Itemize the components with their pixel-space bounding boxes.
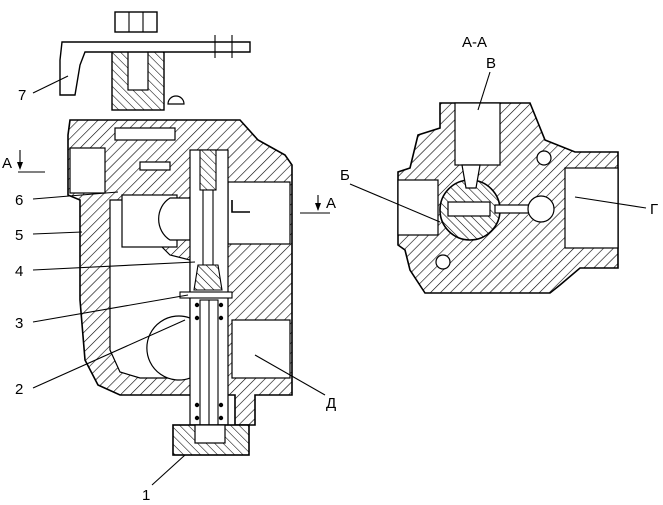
left-port-b bbox=[397, 179, 439, 236]
callout-2: 2 bbox=[15, 381, 23, 398]
rotor-cone bbox=[461, 164, 481, 189]
callout-1: 1 bbox=[142, 487, 150, 504]
label-b: Б bbox=[340, 167, 350, 184]
rotor-slot bbox=[447, 201, 491, 217]
label-v: В bbox=[486, 55, 496, 72]
spool-disc bbox=[179, 291, 233, 299]
callout-6: 6 bbox=[15, 192, 23, 209]
right-view bbox=[397, 102, 619, 294]
label-g: Г bbox=[650, 201, 658, 218]
bolt-hole-bottom bbox=[435, 254, 451, 270]
right-port-g bbox=[564, 167, 619, 249]
spool-rod bbox=[199, 149, 217, 191]
callout-7: 7 bbox=[18, 87, 26, 104]
section-mark-left-label: А bbox=[2, 155, 12, 172]
lever-arm bbox=[59, 41, 251, 96]
top-port-v bbox=[454, 102, 501, 166]
section-mark-right: А bbox=[300, 195, 336, 214]
callouts-right: В Б Г bbox=[340, 55, 658, 223]
callout-4: 4 bbox=[15, 263, 23, 280]
top-nub bbox=[167, 95, 185, 105]
section-mark-left: А bbox=[2, 150, 45, 173]
callout-5: 5 bbox=[15, 227, 23, 244]
upper-ball bbox=[158, 197, 191, 241]
channel-ball bbox=[527, 195, 555, 223]
label-d: Д bbox=[326, 395, 336, 412]
spool-stem bbox=[202, 189, 214, 266]
left-port bbox=[69, 147, 106, 194]
bolt-hole-top bbox=[536, 150, 552, 166]
hex-nut bbox=[114, 11, 158, 33]
right-upper-port bbox=[227, 181, 291, 245]
section-mark-right-label: А bbox=[326, 195, 336, 212]
spool-cone bbox=[193, 264, 223, 291]
left-view bbox=[59, 11, 293, 456]
right-lower-port bbox=[231, 319, 291, 379]
section-title: А-А bbox=[462, 34, 487, 51]
callouts-left: 7 6 5 4 3 2 1 Д bbox=[15, 75, 336, 504]
top-port bbox=[114, 127, 176, 141]
side-pin bbox=[139, 161, 171, 171]
callout-3: 3 bbox=[15, 315, 23, 332]
section-body bbox=[397, 102, 619, 294]
